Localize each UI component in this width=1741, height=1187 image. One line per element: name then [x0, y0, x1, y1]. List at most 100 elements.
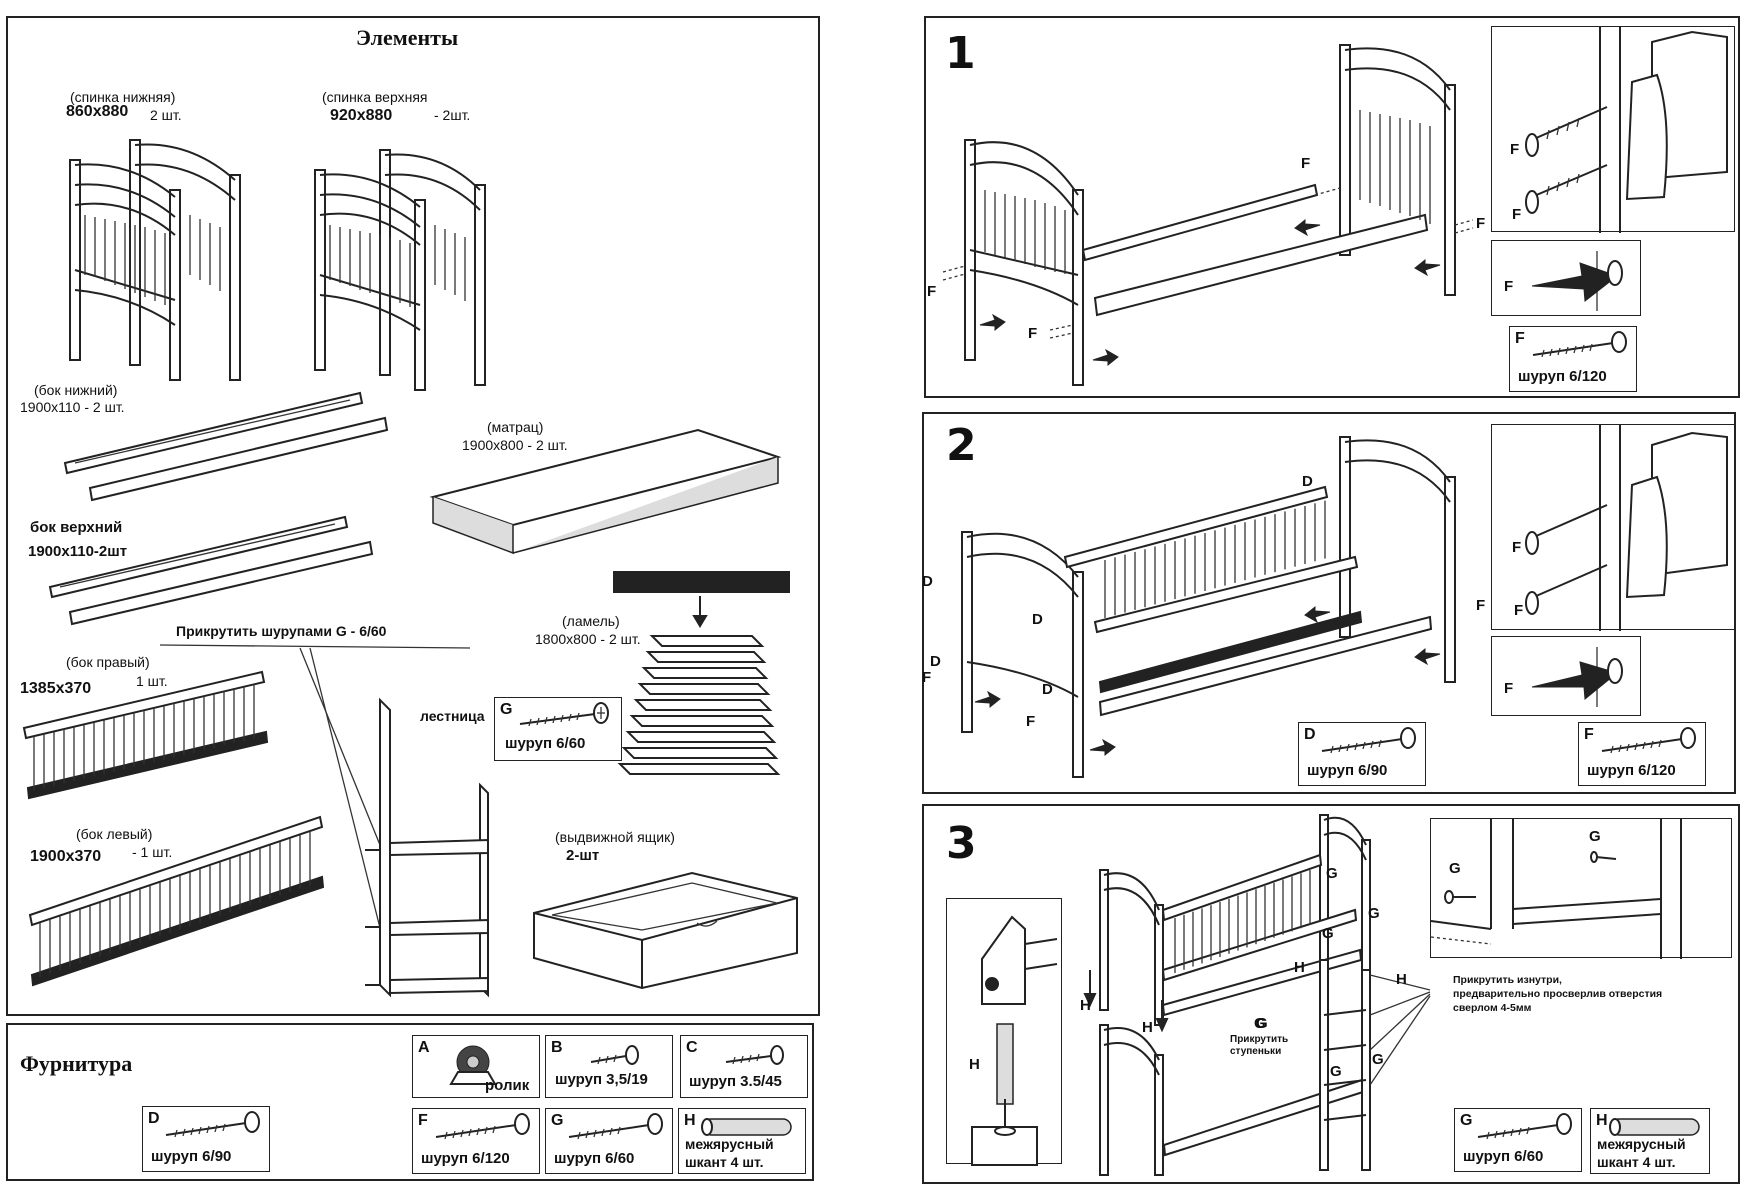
step3-part-g-label: шуруп 6/60 [1463, 1148, 1544, 1165]
step1-callout-f-1: F [1301, 155, 1311, 172]
caster-icon [449, 1045, 497, 1085]
hammer-drawing [971, 915, 1058, 1166]
step3-callout-g-6: G [1372, 1051, 1384, 1068]
side-right-name: (бок правый) [66, 654, 150, 670]
step3-detail-g-2: G [1589, 828, 1601, 845]
back-lower-name: (спинка нижняя) [70, 89, 176, 105]
step3-detail-drawing [1430, 819, 1682, 959]
screw-note-leader [159, 644, 471, 961]
step3-note-3: сверлом 4-5мм [1453, 1002, 1532, 1014]
step1-detail-top: F F [1491, 26, 1735, 233]
arrow-right-icon [1531, 251, 1623, 311]
step3-callout-g-5: G [1330, 1063, 1342, 1080]
step1-arrow-f: F [1504, 278, 1514, 295]
drawer-qty: 2-шт [566, 847, 600, 864]
step2-callout-d-3: D [1032, 611, 1043, 628]
step2-callout-d-2: D [922, 573, 933, 590]
hw-d-letter: D [148, 1110, 160, 1127]
hw-c-card: C шуруп 3.5/45 [680, 1035, 808, 1098]
step2-callout-f-3: F [1476, 597, 1486, 614]
back-lower-size: 860x880 [66, 103, 129, 120]
step3-hammer-h: H [969, 1056, 980, 1073]
step2-detail-drawing [1525, 425, 1728, 631]
hw-f-letter: F [418, 1112, 428, 1129]
step2-detail-top: F F [1491, 424, 1735, 631]
step1-illustration [942, 44, 1474, 386]
hw-h-letter: H [684, 1112, 696, 1129]
step3-callout-g-3: G [1322, 925, 1334, 942]
step3-callout-h-3: H [1294, 959, 1305, 976]
step1-callout-f-3: F [1028, 325, 1038, 342]
hw-b-card: B шуруп 3,5/19 [545, 1035, 673, 1098]
hw-a-card: A ролик [412, 1035, 540, 1098]
step1-part-letter: F [1515, 330, 1525, 347]
back-upper-qty: - 2шт. [434, 107, 471, 123]
hw-a-letter: A [418, 1039, 430, 1056]
lamel-spec: 1800x800 - 2 шт. [535, 631, 641, 647]
step2-part-d-card: D шуруп 6/90 [1298, 722, 1426, 786]
step3-detail-g-1: G [1449, 860, 1461, 877]
screw-icon [725, 1045, 784, 1065]
step3-part-h-card: H межярусный шкант 4 шт. [1590, 1108, 1710, 1174]
side-upper-spec: 1900x110-2шт [28, 543, 128, 560]
step1-detail-drawing [1525, 27, 1728, 233]
arrow-right-icon [1531, 647, 1623, 707]
ladder-screw-card: G шуруп 6/60 [494, 697, 622, 761]
ladder-screw-label: шуруп 6/60 [505, 735, 586, 752]
step2-number: 2 [946, 420, 977, 471]
step3-callout-g-4: G [1254, 1015, 1266, 1032]
screw-icon [1601, 727, 1696, 754]
step3-part-g-letter: G [1460, 1112, 1473, 1129]
hw-g-letter: G [551, 1112, 564, 1129]
hw-b-label: шуруп 3,5/19 [555, 1071, 648, 1088]
screw-icon [519, 702, 609, 727]
step2-detail-f-2: F [1514, 602, 1524, 619]
step2-arrow-f: F [1504, 680, 1514, 697]
step1-detail-f-2: F [1512, 206, 1522, 223]
hw-h-card: H межярусный шкант 4 шт. [678, 1108, 806, 1174]
side-upper-illustration [48, 515, 374, 626]
step3-callout-h-4: H [1396, 971, 1407, 988]
hw-g-label: шуруп 6/60 [554, 1150, 635, 1167]
mattress-spec: 1900x800 - 2 шт. [462, 437, 568, 453]
step3-part-h-label2: шкант 4 шт. [1597, 1154, 1676, 1170]
step1-part-label: шуруп 6/120 [1518, 368, 1607, 385]
step3-callout-g-2: G [1368, 905, 1380, 922]
step2-callout-d-4: D [930, 653, 941, 670]
step3-note-2: предварительно просверлив отверстия [1453, 988, 1663, 1000]
screw-icon [568, 1113, 663, 1140]
step3-note-1: Прикрутить изнутри, [1453, 974, 1562, 986]
back-lower-illustration [69, 139, 241, 381]
side-lower-spec: 1900x110 - 2 шт. [20, 399, 125, 415]
side-right-illustration [22, 670, 269, 800]
step2-part-f-letter: F [1584, 726, 1594, 743]
step1-callout-f-4: F [1476, 215, 1486, 232]
step1-detail-f-1: F [1510, 141, 1520, 158]
screw-note: Прикрутить шурупами G - 6/60 [176, 623, 387, 639]
hw-g-card: G шуруп 6/60 [545, 1108, 673, 1174]
step3-number: 3 [946, 818, 977, 869]
back-upper-illustration [314, 149, 486, 391]
side-lower-name: (бок нижний) [34, 382, 118, 398]
hw-d-label: шуруп 6/90 [151, 1148, 232, 1165]
side-left-size: 1900x370 [30, 848, 102, 865]
step3-steps-note2: ступеньки [1230, 1046, 1282, 1057]
hw-c-letter: C [686, 1039, 698, 1056]
side-left-qty: - 1 шт. [132, 844, 173, 860]
lamel-illustration [613, 571, 790, 775]
back-upper-name: (спинка верхняя [322, 89, 428, 105]
drawer-name: (выдвижной ящик) [555, 829, 675, 845]
step3-part-h-label: межярусный [1597, 1136, 1686, 1152]
step1-part-card: F шуруп 6/120 [1509, 326, 1637, 392]
side-upper-name: бок верхний [30, 519, 123, 536]
hw-d-card: D шуруп 6/90 [142, 1106, 270, 1172]
step3-part-h-letter: H [1596, 1112, 1608, 1129]
step2-callout-f-2: F [1026, 713, 1036, 730]
step3-detail-top: G G [1430, 818, 1732, 959]
mattress-illustration [429, 428, 782, 555]
step3-hammer-detail: H [946, 898, 1062, 1166]
step3-callout-h-2: H [1142, 1019, 1153, 1036]
side-left-name: (бок левый) [76, 826, 153, 842]
dowel-icon [1609, 1118, 1700, 1136]
step3-illustration [1083, 814, 1431, 1176]
